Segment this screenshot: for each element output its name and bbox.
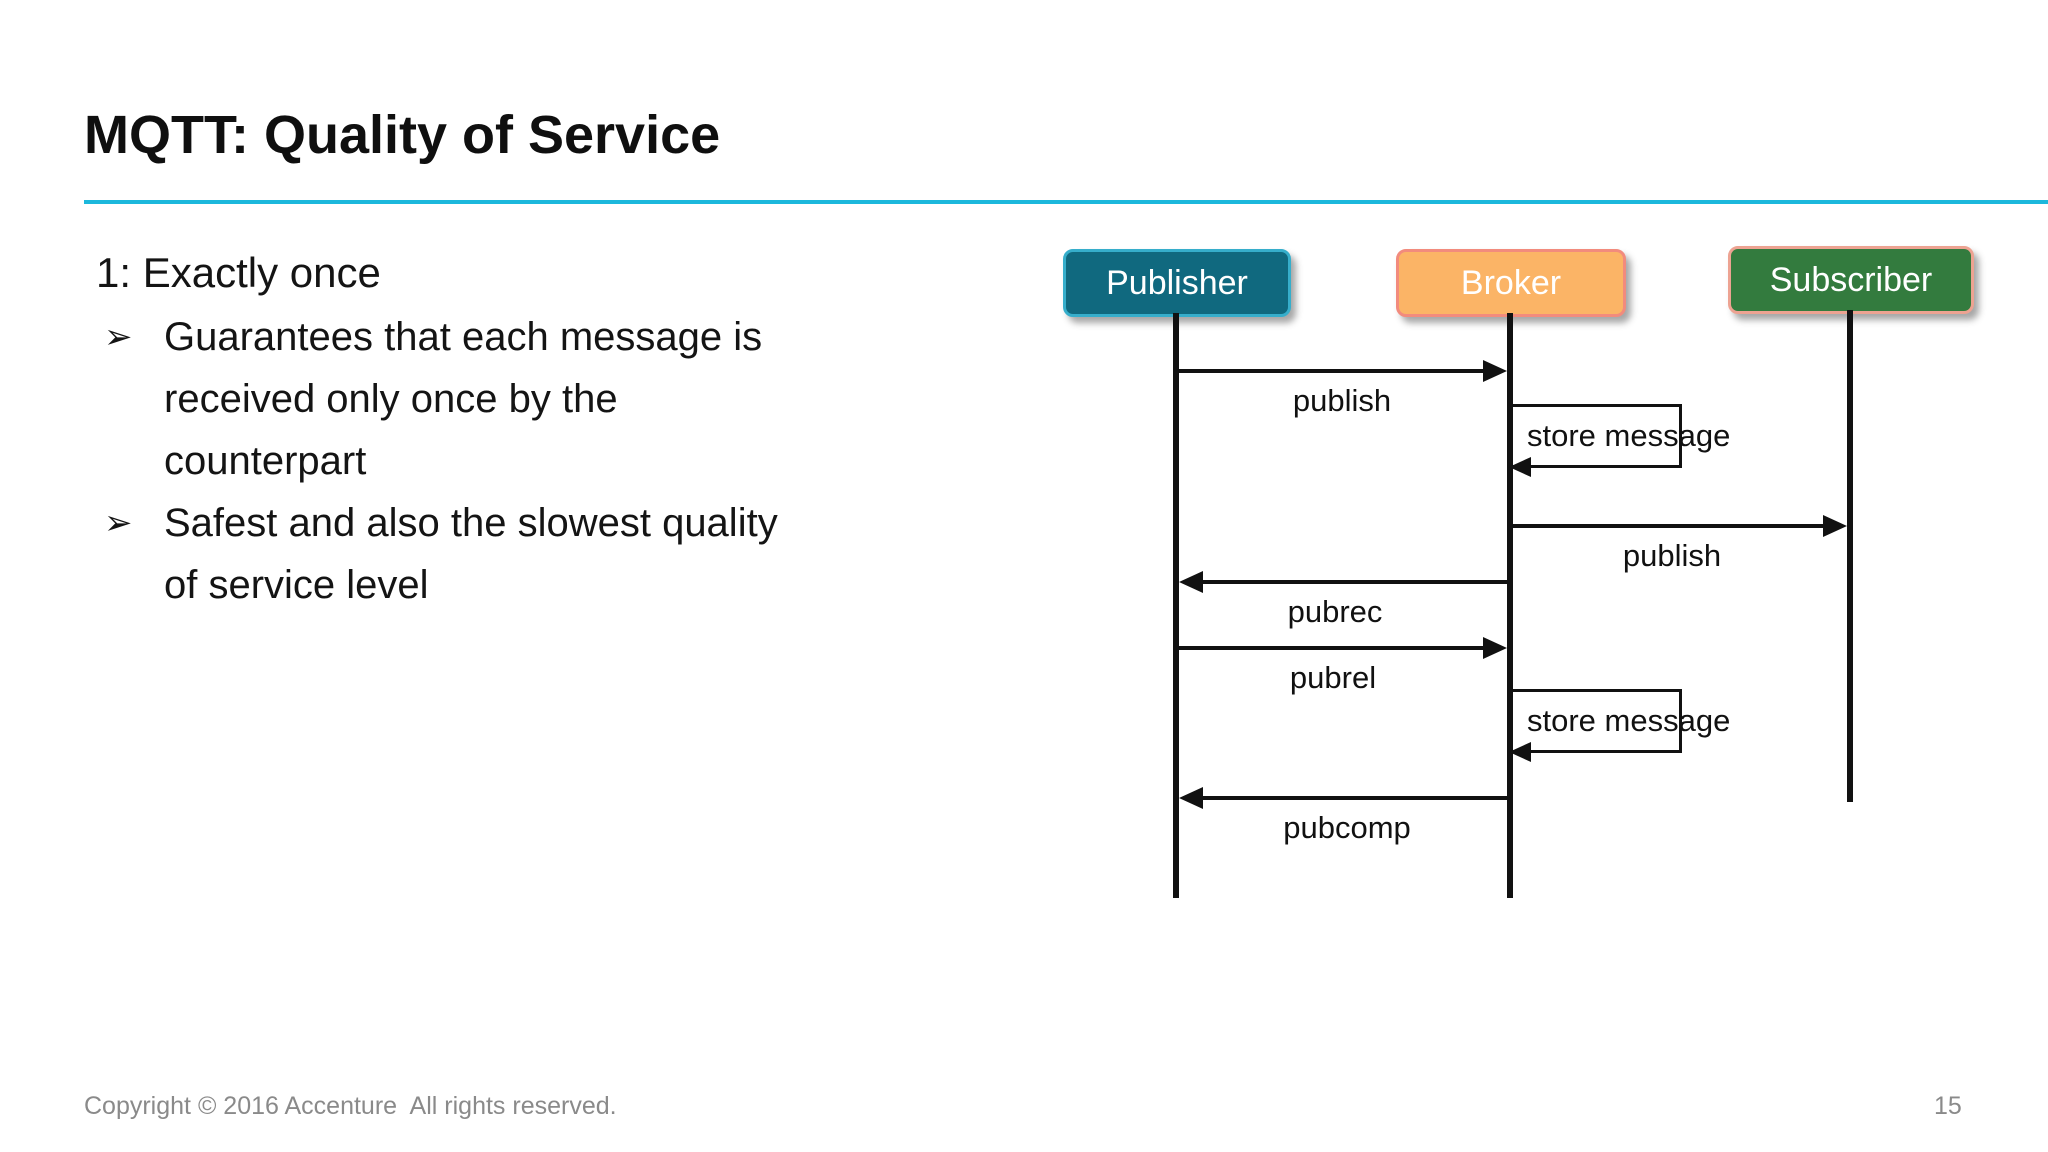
actor-broker-box: Broker [1396,249,1626,317]
bullet-list: ➢ Guarantees that each message is receive… [96,306,956,616]
message-arrow-pubrel [1179,646,1484,650]
bullet-item: ➢ Guarantees that each message is receive… [96,306,956,492]
message-arrow-publish-2 [1513,524,1824,528]
lifeline-publisher [1173,313,1179,898]
bullet-text: Safest and also the slowest quality of s… [164,501,778,607]
message-label-pubrel: pubrel [1289,660,1377,695]
message-label-publish-2: publish [1622,538,1722,573]
message-arrow-publish-1 [1179,369,1484,373]
self-message-store-1: store message [1509,404,1730,477]
arrow-bullet-icon: ➢ [104,504,133,542]
page-number: 15 [1934,1092,1962,1120]
message-label-publish-1: publish [1292,383,1392,418]
page-title: MQTT: Quality of Service [84,105,721,165]
actor-subscriber-label: Subscriber [1769,260,1933,299]
message-label-store-1: store message [1527,418,1731,453]
message-arrow-pubcomp [1202,796,1507,800]
message-label-store-2: store message [1527,703,1731,738]
lifeline-broker [1507,313,1513,898]
bullet-text: Guarantees that each message is received… [164,315,763,483]
bullet-item: ➢ Safest and also the slowest quality of … [96,492,956,616]
message-arrow-pubrec [1202,580,1507,584]
body-text-block: 1: Exactly once ➢ Guarantees that each me… [96,244,956,616]
qos-level-heading: 1: Exactly once [96,249,381,296]
footer-copyright: Copyright © 2016 Accenture All rights re… [84,1092,617,1120]
lifeline-subscriber [1847,310,1853,802]
message-label-pubrec: pubrec [1287,594,1383,629]
message-label-pubcomp: pubcomp [1283,810,1411,845]
actor-subscriber-box: Subscriber [1728,246,1974,314]
actor-publisher-box: Publisher [1063,249,1291,317]
actor-broker-label: Broker [1460,263,1562,302]
self-message-store-2: store message [1509,689,1730,762]
arrow-bullet-icon: ➢ [104,318,133,356]
actor-publisher-label: Publisher [1106,263,1248,302]
title-underline [84,200,2048,204]
